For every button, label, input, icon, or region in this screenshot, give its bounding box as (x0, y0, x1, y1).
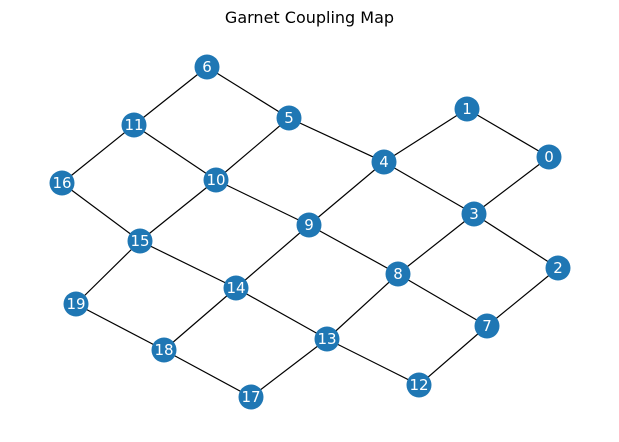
edge-9-10 (215, 179, 310, 226)
node-7: 7 (474, 313, 500, 339)
node-circle-18 (151, 337, 177, 363)
node-label-6: 6 (202, 58, 212, 76)
node-label-10: 10 (206, 171, 225, 189)
node-circle-5 (276, 105, 302, 131)
node-circle-2 (545, 255, 571, 281)
edge-3-8 (397, 213, 475, 275)
edge-17-18 (163, 349, 252, 398)
node-circle-8 (385, 261, 411, 287)
edge-1-4 (383, 108, 468, 163)
node-13: 13 (314, 326, 340, 352)
node-label-8: 8 (393, 265, 403, 283)
edge-10-11 (133, 124, 217, 181)
edge-14-15 (139, 240, 237, 289)
edge-15-19 (75, 240, 141, 305)
node-circle-1 (454, 96, 480, 122)
node-3: 3 (461, 201, 487, 227)
edge-13-14 (235, 287, 328, 340)
node-label-4: 4 (379, 153, 389, 171)
node-circle-12 (406, 372, 432, 398)
node-label-15: 15 (130, 232, 149, 250)
node-circle-11 (121, 112, 147, 138)
edge-8-13 (326, 273, 399, 340)
node-6: 6 (194, 54, 220, 80)
node-circle-9 (296, 212, 322, 238)
edge-2-7 (486, 267, 559, 327)
node-circle-7 (474, 313, 500, 339)
edge-7-12 (418, 325, 488, 386)
edge-15-16 (61, 182, 141, 242)
node-16: 16 (49, 170, 75, 196)
edge-8-9 (308, 224, 399, 275)
edge-11-16 (61, 124, 135, 184)
node-label-13: 13 (317, 330, 336, 348)
edge-13-17 (250, 338, 328, 398)
node-18: 18 (151, 337, 177, 363)
node-19: 19 (63, 291, 89, 317)
edge-9-14 (235, 224, 310, 289)
node-4: 4 (371, 149, 397, 175)
node-label-5: 5 (284, 109, 294, 127)
edge-4-5 (288, 117, 385, 163)
node-label-12: 12 (409, 376, 428, 394)
node-label-14: 14 (226, 279, 245, 297)
node-label-2: 2 (553, 259, 563, 277)
node-0: 0 (536, 144, 562, 170)
edge-0-3 (473, 156, 550, 215)
node-label-0: 0 (544, 148, 554, 166)
node-15: 15 (127, 228, 153, 254)
node-circle-10 (203, 167, 229, 193)
node-label-17: 17 (241, 388, 260, 406)
node-circle-17 (238, 384, 264, 410)
node-label-19: 19 (66, 295, 85, 313)
node-circle-13 (314, 326, 340, 352)
edge-7-8 (397, 273, 488, 327)
node-10: 10 (203, 167, 229, 193)
node-circle-15 (127, 228, 153, 254)
edge-0-1 (466, 108, 550, 158)
node-11: 11 (121, 112, 147, 138)
node-circle-6 (194, 54, 220, 80)
edge-6-11 (133, 66, 208, 126)
node-circle-14 (223, 275, 249, 301)
node-circle-0 (536, 144, 562, 170)
node-circle-19 (63, 291, 89, 317)
node-14: 14 (223, 275, 249, 301)
node-1: 1 (454, 96, 480, 122)
edge-14-18 (163, 287, 237, 351)
edges-layer (61, 66, 559, 398)
edge-18-19 (75, 303, 165, 351)
node-2: 2 (545, 255, 571, 281)
node-label-9: 9 (304, 216, 314, 234)
edge-2-3 (473, 213, 559, 269)
edge-5-6 (206, 66, 290, 119)
node-label-16: 16 (52, 174, 71, 192)
diagram-title: Garnet Coupling Map (224, 8, 395, 27)
node-17: 17 (238, 384, 264, 410)
node-label-18: 18 (154, 341, 173, 359)
node-5: 5 (276, 105, 302, 131)
node-circle-16 (49, 170, 75, 196)
node-label-3: 3 (469, 205, 479, 223)
edge-12-13 (326, 338, 420, 386)
node-label-7: 7 (482, 317, 492, 335)
edge-10-15 (139, 179, 217, 242)
node-label-11: 11 (124, 116, 143, 134)
node-circle-3 (461, 201, 487, 227)
edge-4-9 (308, 161, 385, 226)
node-9: 9 (296, 212, 322, 238)
node-8: 8 (385, 261, 411, 287)
node-circle-4 (371, 149, 397, 175)
node-12: 12 (406, 372, 432, 398)
edge-3-4 (383, 161, 475, 215)
node-label-1: 1 (462, 100, 472, 118)
edge-5-10 (215, 117, 290, 181)
